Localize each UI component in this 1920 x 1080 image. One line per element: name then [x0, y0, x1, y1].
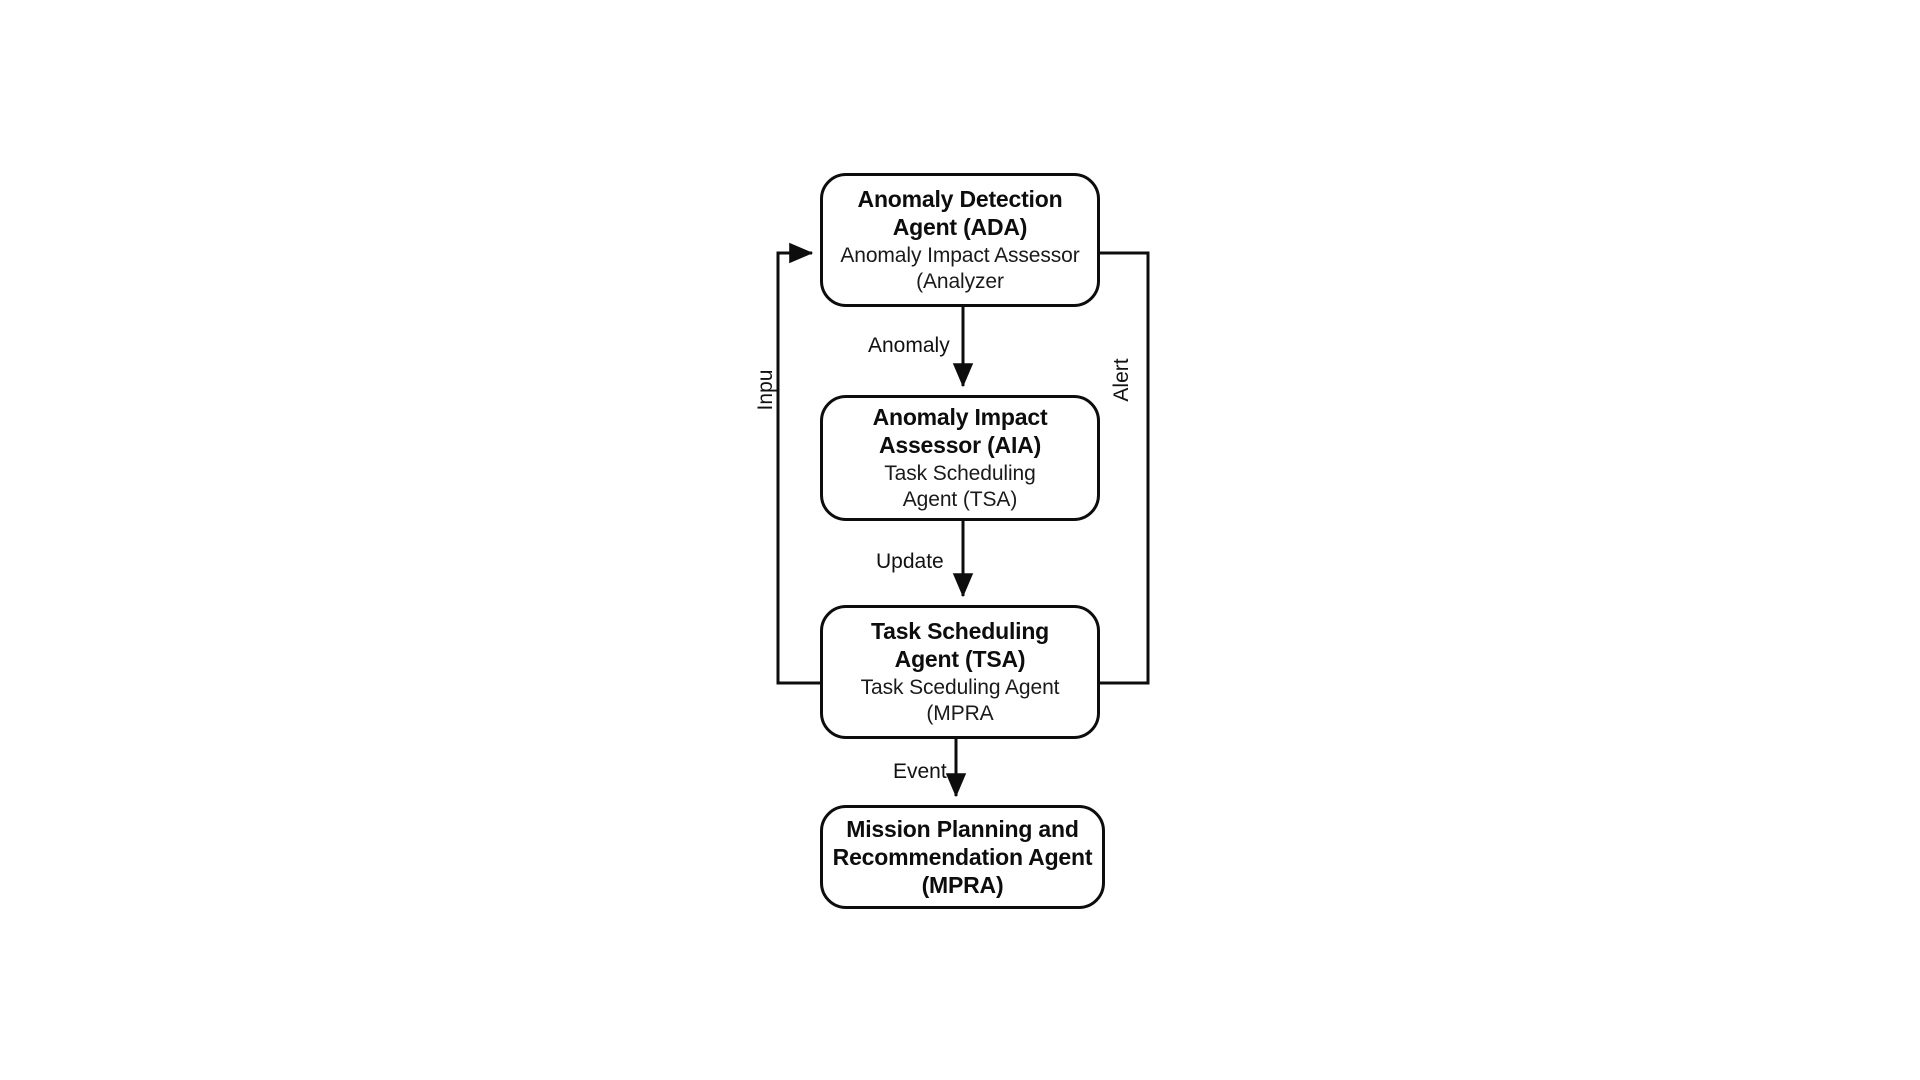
edge-label-alert: Alert [1110, 358, 1133, 402]
node-title: Task Scheduling Agent (TSA) [870, 618, 1050, 672]
edge-label-input: Inpu [754, 369, 777, 411]
node-subtitle: Task Sceduling Agent (MPRA [860, 676, 1060, 725]
node-task-scheduling-agent[interactable]: Task Scheduling Agent (TSA) Task Sceduli… [820, 605, 1100, 739]
node-anomaly-detection-agent[interactable]: Anomaly Detection Agent (ADA) Anomaly Im… [820, 173, 1100, 307]
edge-label-anomaly: Anomaly [868, 334, 950, 357]
node-title: Mission Planning and Recommendation Agen… [832, 816, 1093, 898]
node-anomaly-impact-assessor[interactable]: Anomaly Impact Assessor (AIA) Task Sched… [820, 395, 1100, 521]
node-title: Anomaly Detection Agent (ADA) [857, 186, 1063, 240]
connector-ada-to-tsa-alert [1100, 251, 1150, 685]
edge-label-event: Event [893, 760, 947, 783]
node-mission-planning-recommendation-agent[interactable]: Mission Planning and Recommendation Agen… [820, 805, 1105, 909]
node-subtitle: Anomaly Impact Assessor (Analyzer [840, 244, 1080, 293]
node-subtitle: Task Scheduling Agent (TSA) [884, 462, 1036, 511]
edge-label-update: Update [876, 550, 944, 573]
connector-tsa-to-ada-input [776, 242, 820, 685]
node-title: Anomaly Impact Assessor (AIA) [872, 404, 1048, 458]
